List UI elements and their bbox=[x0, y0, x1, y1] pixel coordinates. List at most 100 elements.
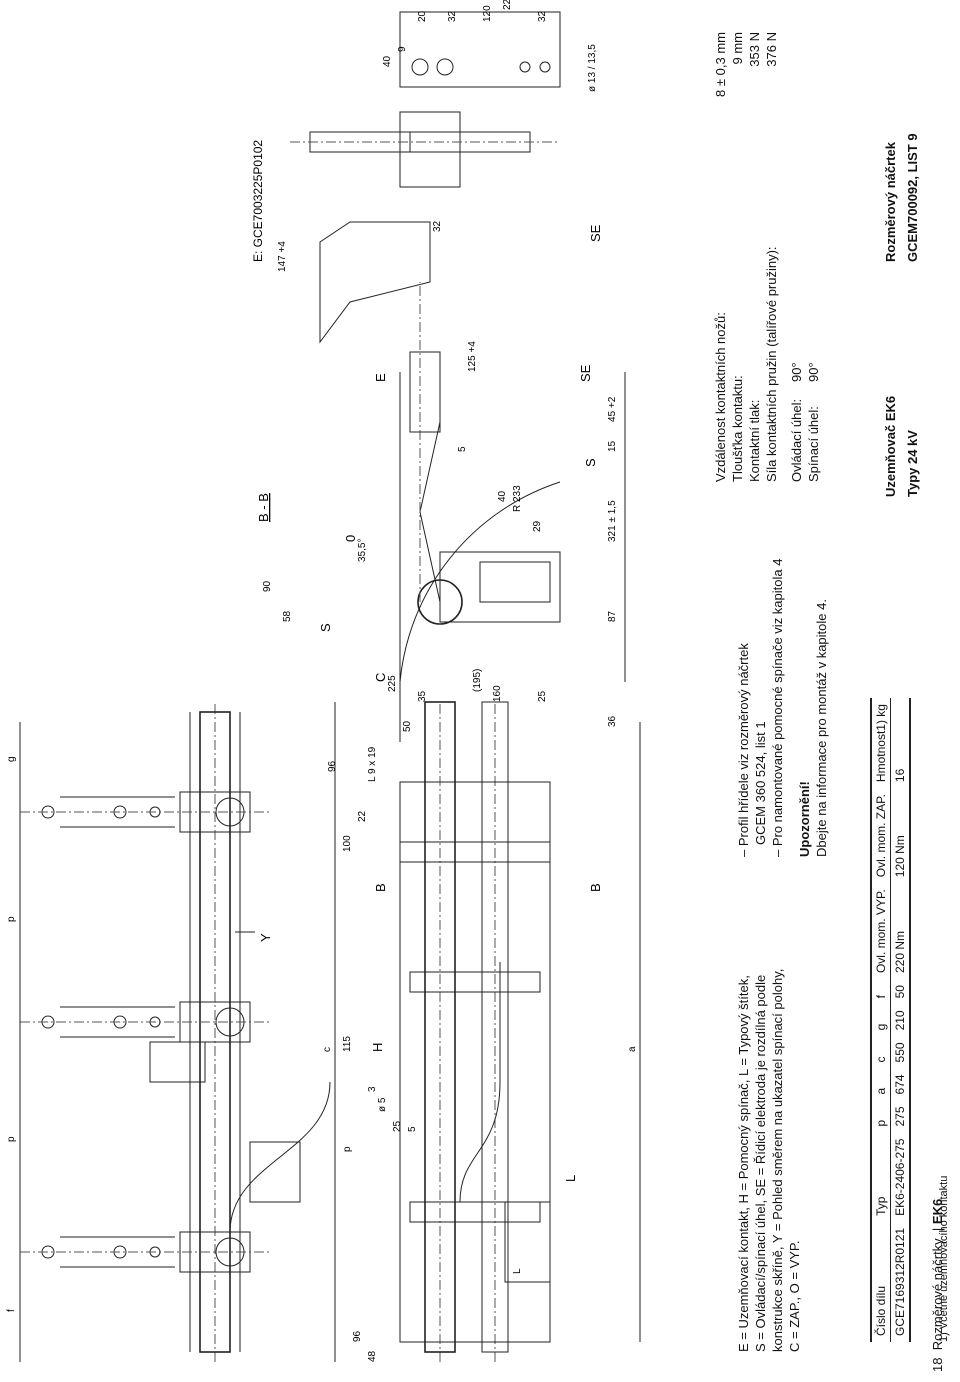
specs: Vzdálenost kontaktních nožů: 8 ± 0,3 mm T… bbox=[712, 32, 822, 482]
header-cell: Typ bbox=[871, 1132, 891, 1222]
dim-label: 58 bbox=[282, 610, 293, 622]
document-number: GCEM700092, LIST 9 bbox=[905, 133, 920, 262]
header-cell: Ovl. mom. VYP. bbox=[871, 883, 891, 980]
header-cell: Hmotnost1) kg bbox=[871, 698, 891, 789]
spec-value: 9 mm bbox=[730, 32, 745, 65]
spec-value: 8 ± 0,3 mm bbox=[713, 32, 728, 97]
device-type: Uzemňovač EK6 bbox=[883, 395, 898, 497]
spec-row: Síla kontaktních pružin (talířové pružin… bbox=[763, 32, 780, 482]
radius-label: R 233 bbox=[512, 485, 523, 512]
warning-title: Upozornění! bbox=[797, 781, 812, 857]
table-cell: EK6-2406-275 bbox=[890, 1132, 910, 1222]
dim-label: 222 bbox=[502, 0, 513, 10]
profile-label: L 9 x 19 bbox=[367, 746, 378, 782]
dim-label: 29 bbox=[532, 520, 543, 532]
label-C: C bbox=[373, 673, 388, 682]
spec-row: Vzdálenost kontaktních nožů: 8 ± 0,3 mm bbox=[712, 32, 729, 482]
hole-label: ø 13 / 13,5 bbox=[587, 44, 598, 92]
dim-label: 32 bbox=[537, 10, 548, 22]
legend-line: C = ZAP., O = VYP. bbox=[787, 1240, 802, 1352]
header-cell: f bbox=[871, 979, 891, 1005]
label-B: B bbox=[588, 883, 603, 892]
dim-label: ø 5 bbox=[377, 1097, 388, 1112]
dim-label: f bbox=[6, 1309, 17, 1312]
spec-label: Kontaktní tlak: bbox=[747, 399, 762, 482]
dim-label: 22 bbox=[357, 810, 368, 822]
dim-label: p bbox=[342, 1146, 353, 1152]
dim-label: 20 bbox=[417, 10, 428, 22]
spec-row: Ovládací úhel:90° bbox=[788, 362, 805, 482]
spec-label: Ovládací úhel: bbox=[789, 398, 804, 482]
title-block-left: Uzemňovač EK6 Typy 24 kV bbox=[880, 396, 924, 497]
spec-label: Vzdálenost kontaktních nožů: bbox=[713, 312, 728, 482]
spec-row: Tloušťka kontaktu: 9 mm bbox=[729, 32, 746, 482]
dim-label: 32 bbox=[432, 220, 443, 232]
dim-label: 25 bbox=[392, 1120, 403, 1132]
dim-label: a bbox=[627, 1046, 638, 1052]
dim-label: 120 bbox=[482, 5, 493, 22]
warning-text: Dbejte na informace pro montáž v kapitol… bbox=[814, 599, 829, 857]
note-line: – Pro namontované pomocné spínače viz ka… bbox=[770, 558, 785, 857]
dim-label: 321 ± 1,5 bbox=[607, 500, 618, 542]
header-cell: p bbox=[871, 1100, 891, 1133]
title-block-right: Rozměrový náčrtek GCEM700092, LIST 9 bbox=[880, 133, 924, 262]
dim-label: 32 bbox=[447, 10, 458, 22]
dim-label: (195) bbox=[472, 669, 483, 692]
table-cell: 275 bbox=[890, 1100, 910, 1133]
label-SE: SE bbox=[578, 364, 593, 382]
dim-label: 96 bbox=[327, 760, 338, 772]
voltage-label: Typy 24 kV bbox=[905, 430, 920, 497]
dim-label: 160 bbox=[492, 685, 503, 702]
legend-line: E = Uzemňovací kontakt, H = Pomocný spín… bbox=[736, 975, 751, 1352]
spec-value: 90° bbox=[806, 362, 821, 382]
legend: E = Uzemňovací kontakt, H = Pomocný spín… bbox=[735, 969, 803, 1352]
dim-label: 25 bbox=[537, 690, 548, 702]
dim-label: c bbox=[322, 1047, 333, 1052]
label-S: S bbox=[583, 458, 598, 467]
table-cell: 674 bbox=[890, 1068, 910, 1101]
dim-label: 45 +2 bbox=[607, 396, 618, 422]
spec-label: Tloušťka kontaktu: bbox=[730, 375, 745, 482]
label-B: B bbox=[373, 883, 388, 892]
dim-label: 48 bbox=[367, 1350, 378, 1362]
dim-label: 225 bbox=[387, 675, 398, 692]
spec-label: Spínací úhel: bbox=[806, 406, 821, 482]
spec-row: Kontaktní tlak:353 N bbox=[746, 32, 763, 482]
legend-line: S = Ovládací/spínací úhel, SE = Řídicí e… bbox=[753, 974, 768, 1352]
dim-label: 96 bbox=[352, 1330, 363, 1342]
notes: – Profil hřídele viz rozměrový náčrtek G… bbox=[735, 559, 830, 857]
table-cell: 120 Nm bbox=[890, 788, 910, 884]
dim-label: 147 +4 bbox=[277, 241, 288, 272]
side-view: c p 96 48 115 100 22 96 3 ø 5 25 5 H B L… bbox=[322, 685, 641, 1362]
label-SE: SE bbox=[588, 224, 603, 242]
dim-label: 100 bbox=[342, 835, 353, 852]
spec-row: Spínací úhel: 90° bbox=[805, 362, 822, 482]
legend-line: konstrukce skříně, Y = Pohled směrem na … bbox=[770, 968, 785, 1352]
parts-table: Číslo dílu Typ p a c g f Ovl. mom. VYP. … bbox=[870, 698, 911, 1342]
section-view: (195) 225 C S 90 58 B - B 35,5° 0 R 233 … bbox=[256, 282, 626, 742]
dim-label: 9 bbox=[397, 46, 408, 52]
dim-label: 15 bbox=[607, 440, 618, 452]
note-line: – Profil hřídele viz rozměrový náčrtek bbox=[736, 643, 751, 857]
label-O: 0 bbox=[343, 535, 358, 542]
technical-drawing: f p p g Y c p 96 48 115 100 22 96 3 ø 5 … bbox=[6, 0, 641, 1362]
spec-value: 376 N bbox=[764, 32, 779, 67]
dim-label: 5 bbox=[457, 446, 468, 452]
table-cell: GCE7169312R0121 bbox=[890, 1221, 910, 1342]
dim-label: 125 +4 bbox=[467, 341, 478, 372]
table-cell: 16 bbox=[890, 698, 910, 789]
table-cell: 210 bbox=[890, 1004, 910, 1037]
footnote: 1) Včetně uzemňovacího kontaktu bbox=[938, 1175, 950, 1342]
nameplate-label: L bbox=[512, 1268, 523, 1274]
table-row: GCE7169312R0121 EK6-2406-275 275 674 550… bbox=[890, 698, 910, 1342]
table-cell: 550 bbox=[890, 1036, 910, 1069]
dim-label: 90 bbox=[262, 580, 273, 592]
header-cell: g bbox=[871, 1004, 891, 1037]
contact-ref: E: GCE7003225P0102 bbox=[251, 140, 265, 262]
top-view: f p p g Y bbox=[6, 702, 331, 1362]
label-E: E bbox=[373, 373, 388, 382]
angle-label: 35,5° bbox=[357, 539, 368, 562]
section-title: B - B bbox=[256, 493, 271, 522]
